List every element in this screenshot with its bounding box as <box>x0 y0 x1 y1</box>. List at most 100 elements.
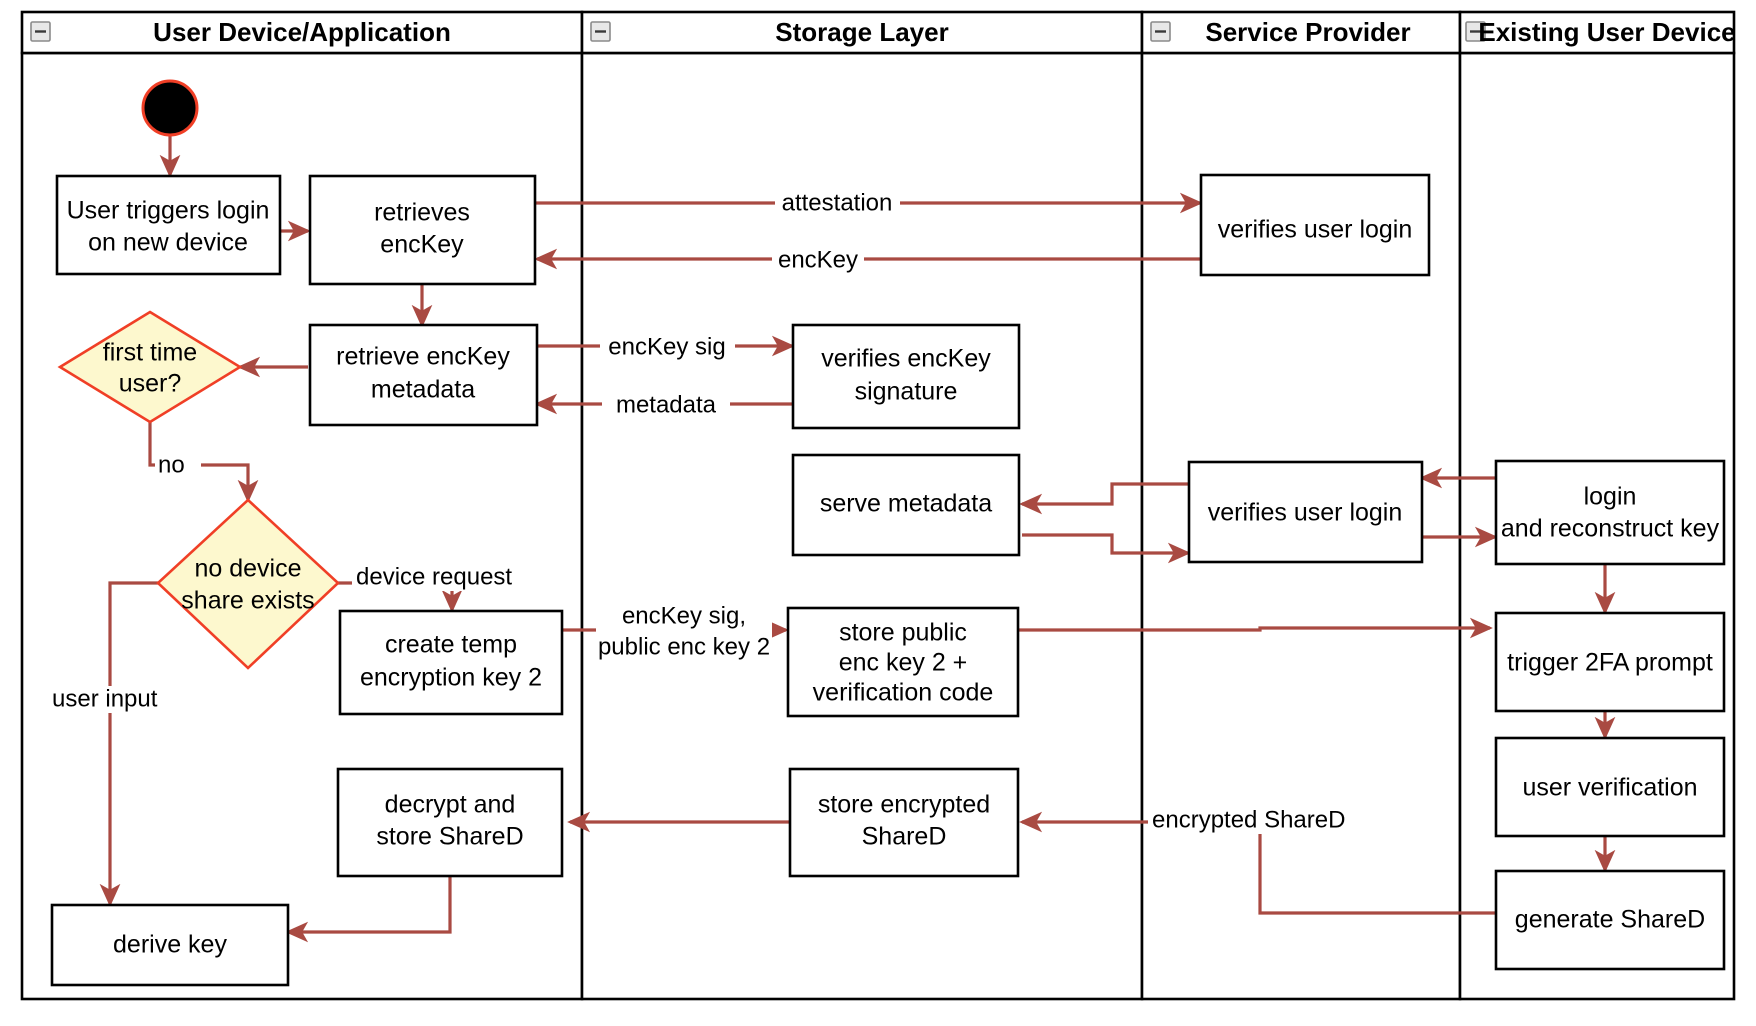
node-label-retrieves-enckey-line1: retrieves <box>374 199 470 227</box>
node-store-public-enc-key-2[interactable]: store public enc key 2 + verification co… <box>786 606 1020 718</box>
node-box-store-public-enc-key-2[interactable] <box>786 606 1020 718</box>
node-label-store-encrypted-line2: ShareD <box>862 823 947 851</box>
lane-header-service-provider[interactable] <box>1140 10 1462 55</box>
node-box-serve-metadata[interactable] <box>791 453 1021 557</box>
minus-icon[interactable] <box>590 21 611 42</box>
node-label-serve-metadata: serve metadata <box>820 490 992 518</box>
node-retrieve-enckey-metadata[interactable]: retrieve encKey metadata <box>308 323 539 427</box>
edge-serve-metadata-to-sp <box>1022 533 1191 564</box>
node-first-time-user[interactable]: first time user? <box>57 310 243 424</box>
decision-shape-first-time-user[interactable] <box>57 310 243 424</box>
node-derive-key[interactable]: derive key <box>50 903 290 987</box>
node-box-create-temp-encryption-key-2[interactable] <box>338 609 564 716</box>
lane-header-existing-device[interactable] <box>1458 10 1736 55</box>
node-box-generate-shared[interactable] <box>1494 869 1726 971</box>
lane-title-existing-device: Existing User Device <box>1478 17 1735 47</box>
node-label-store-public-line1: store public <box>839 619 967 647</box>
node-trigger-2fa-prompt[interactable]: trigger 2FA prompt <box>1494 611 1726 713</box>
edge-label-attestation: attestation <box>782 189 893 216</box>
node-box-decrypt-and-store-shared[interactable] <box>336 767 564 878</box>
node-user-verification[interactable]: user verification <box>1494 736 1726 838</box>
node-label-user-triggers-login-line2: on new device <box>88 229 248 257</box>
node-label-retrieve-enckey-metadata-line1: retrieve encKey <box>336 343 510 371</box>
node-box-trigger-2fa-prompt[interactable] <box>1494 611 1726 713</box>
node-store-encrypted-shared[interactable]: store encrypted ShareD <box>788 767 1020 878</box>
node-label-retrieve-enckey-metadata-line2: metadata <box>371 376 475 404</box>
node-verifies-enckey-signature[interactable]: verifies encKey signature <box>791 323 1021 430</box>
node-label-verifies-user-login-1: verifies user login <box>1218 216 1413 244</box>
edge-label-enckey-sig-public-line1: encKey sig, <box>622 602 746 629</box>
node-label-no-device-share-line2: share exists <box>181 587 314 615</box>
label-bg-metadata <box>602 391 730 418</box>
node-verifies-user-login-1[interactable]: verifies user login <box>1199 173 1431 277</box>
node-box-retrieve-enckey-metadata[interactable] <box>308 323 539 427</box>
label-bg-enckey-sig-public <box>596 600 772 660</box>
node-label-trigger-2fa-prompt: trigger 2FA prompt <box>1507 649 1713 677</box>
label-bg-encrypted-shared <box>1148 806 1360 834</box>
lane-title-service-provider: Service Provider <box>1205 17 1410 47</box>
node-label-first-time-user-line2: user? <box>119 370 182 398</box>
edge-label-metadata: metadata <box>616 391 717 418</box>
node-label-verifies-sig-line2: signature <box>855 378 958 406</box>
edge-user-input <box>99 581 158 907</box>
node-box-retrieves-enckey[interactable] <box>308 174 537 286</box>
node-label-decrypt-line1: decrypt and <box>385 791 516 819</box>
lane-title-user-device: User Device/Application <box>153 17 451 47</box>
label-bg-user-input <box>48 686 173 713</box>
lane-header-storage[interactable] <box>580 10 1144 55</box>
node-label-reconstruct-line1: login <box>1584 483 1637 511</box>
edge-label-enckey: encKey <box>778 246 858 273</box>
initial-node-icon <box>141 79 199 137</box>
node-label-derive-key: derive key <box>113 931 227 959</box>
node-decrypt-and-store-shared[interactable]: decrypt and store ShareD <box>336 767 564 878</box>
node-label-generate-shared: generate ShareD <box>1515 906 1705 934</box>
label-bg-device-request <box>352 564 542 591</box>
node-label-verifies-user-login-2: verifies user login <box>1208 499 1403 527</box>
node-label-store-public-line2: enc key 2 + <box>839 649 968 677</box>
node-box-derive-key[interactable] <box>50 903 290 987</box>
node-generate-shared[interactable]: generate ShareD <box>1494 869 1726 971</box>
node-label-create-temp-line1: create temp <box>385 631 517 659</box>
node-label-decrypt-line2: store ShareD <box>376 823 523 851</box>
node-no-device-share-exists[interactable]: no device share exists <box>156 498 340 670</box>
minus-icon[interactable] <box>1465 21 1486 42</box>
node-box-store-encrypted-shared[interactable] <box>788 767 1020 878</box>
label-bg-attestation <box>775 190 900 217</box>
edge-decrypt-to-derive <box>285 876 452 943</box>
edge-label-enckey-sig: encKey sig <box>608 333 725 360</box>
node-label-verifies-sig-line1: verifies encKey <box>821 345 991 373</box>
node-retrieves-enckey[interactable]: retrieves encKey <box>308 174 537 286</box>
node-box-verifies-user-login-2[interactable] <box>1187 460 1424 564</box>
edge-label-encrypted-shared: encrypted ShareD <box>1152 806 1345 833</box>
decision-shape-no-device-share-exists[interactable] <box>156 498 340 670</box>
label-bg-enckey <box>772 246 864 273</box>
node-label-create-temp-line2: encryption key 2 <box>360 664 542 692</box>
node-label-store-encrypted-line1: store encrypted <box>818 791 990 819</box>
node-serve-metadata[interactable]: serve metadata <box>791 453 1021 557</box>
node-start <box>141 79 199 137</box>
minus-icon[interactable] <box>30 21 51 42</box>
node-label-store-public-line3: verification code <box>813 679 994 707</box>
edge-label-enckey-sig-public-line2: public enc key 2 <box>598 633 770 660</box>
minus-icon[interactable] <box>1150 21 1171 42</box>
edge-label-no: no <box>158 451 185 478</box>
node-label-first-time-user-line1: first time <box>103 339 197 367</box>
node-login-and-reconstruct-key[interactable]: login and reconstruct key <box>1494 459 1726 566</box>
edge-sp-to-serve-metadata <box>1019 482 1188 515</box>
edge-encrypted-shared <box>1019 811 1497 915</box>
node-box-user-verification[interactable] <box>1494 736 1726 838</box>
edge-store-to-2fa <box>1018 617 1493 639</box>
lane-header-user-device[interactable] <box>20 10 584 55</box>
node-box-verifies-user-login-1[interactable] <box>1199 173 1431 277</box>
node-user-triggers-login[interactable]: User triggers login on new device <box>55 174 282 276</box>
node-create-temp-encryption-key-2[interactable]: create temp encryption key 2 <box>338 609 564 716</box>
lane-title-storage: Storage Layer <box>775 17 948 47</box>
edge-label-device-request: device request <box>356 563 512 590</box>
node-box-user-triggers-login[interactable] <box>55 174 282 276</box>
edge-label-user-input: user input <box>52 685 158 712</box>
node-verifies-user-login-2[interactable]: verifies user login <box>1187 460 1424 564</box>
node-box-verifies-enckey-signature[interactable] <box>791 323 1021 430</box>
node-box-login-and-reconstruct-key[interactable] <box>1494 459 1726 566</box>
